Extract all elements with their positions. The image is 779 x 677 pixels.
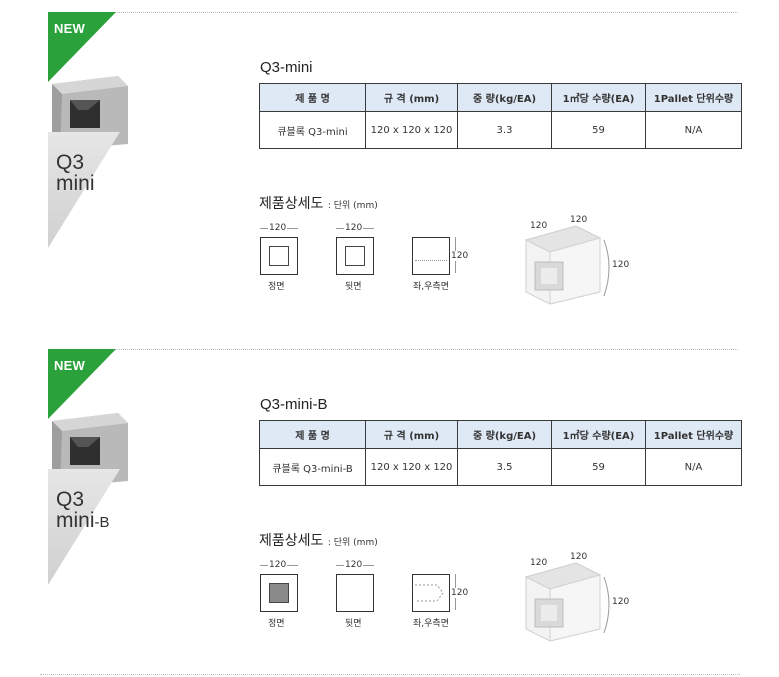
- new-badge-icon: [48, 349, 116, 419]
- iso-dim-a: 120: [530, 221, 548, 231]
- back-view-opening: [345, 246, 365, 266]
- side-view-label: 좌,우측면: [413, 282, 449, 292]
- cell-qty-per-m2: 59: [551, 111, 646, 149]
- col-product-name: 제 품 명: [259, 83, 366, 112]
- bottom-divider: [40, 674, 740, 675]
- isometric-block-icon: [524, 562, 610, 642]
- cell-weight: 3.5: [457, 448, 552, 486]
- table-header-row: 제 품 명 규 격 (mm) 중 량(kg/EA) 1㎡당 수량(EA) 1Pa…: [259, 83, 742, 112]
- new-badge-text: NEW: [54, 358, 85, 373]
- iso-dim-c: 120: [612, 260, 630, 270]
- back-view-box: [336, 574, 374, 612]
- front-view-box: [260, 574, 298, 612]
- product-sidebar: NEW Q3 mini-B: [48, 349, 136, 585]
- cell-weight: 3.3: [457, 111, 552, 149]
- table-row: 큐블록 Q3-mini-B 120 x 120 x 120 3.5 59 N/A: [259, 448, 742, 486]
- side-view-box: [412, 237, 450, 275]
- front-view-label: 정면: [268, 282, 285, 292]
- col-spec: 규 격 (mm): [365, 420, 458, 449]
- new-badge-text: NEW: [54, 21, 85, 36]
- col-weight: 중 량(kg/EA): [457, 83, 552, 112]
- front-view-dim: 120: [268, 560, 288, 570]
- sidebar-gradient: [48, 469, 120, 585]
- side-view-box: [412, 574, 450, 612]
- side-view-dim: 120: [451, 588, 469, 598]
- section-divider: [48, 12, 738, 13]
- section-divider: [48, 349, 738, 350]
- back-view-dim: 120: [344, 223, 364, 233]
- table-row: 큐블록 Q3-mini 120 x 120 x 120 3.3 59 N/A: [259, 111, 742, 149]
- iso-dim-c: 120: [612, 597, 630, 607]
- cell-spec: 120 x 120 x 120: [365, 111, 458, 149]
- detail-drawing-label: 제품상세도 : 단위 (mm): [259, 533, 378, 549]
- col-spec: 규 격 (mm): [365, 83, 458, 112]
- back-view-label: 뒷면: [345, 619, 362, 629]
- product-title: Q3-mini-B: [260, 396, 328, 413]
- table-header-row: 제 품 명 규 격 (mm) 중 량(kg/EA) 1㎡당 수량(EA) 1Pa…: [259, 420, 742, 449]
- sidebar-gradient: [48, 132, 120, 248]
- col-pallet-qty: 1Pallet 단위수량: [645, 420, 742, 449]
- side-view-label: 좌,우측면: [413, 619, 449, 629]
- cell-pallet-qty: N/A: [645, 111, 742, 149]
- cell-product-name: 큐블록 Q3-mini: [259, 111, 366, 149]
- product-section-2: NEW Q3 mini-B Q3-mini-B 제 품 명 규 격 (mm) 중…: [0, 337, 779, 674]
- product-sidebar: NEW Q3 mini: [48, 12, 136, 248]
- front-view-label: 정면: [268, 619, 285, 629]
- model-name: Q3 mini-B: [56, 488, 110, 532]
- spec-table: 제 품 명 규 격 (mm) 중 량(kg/EA) 1㎡당 수량(EA) 1Pa…: [259, 420, 742, 486]
- iso-dim-a: 120: [530, 558, 548, 568]
- back-view-label: 뒷면: [345, 282, 362, 292]
- isometric-block-icon: [524, 225, 610, 305]
- iso-dim-b: 120: [570, 552, 588, 562]
- back-view-box: [336, 237, 374, 275]
- cell-product-name: 큐블록 Q3-mini-B: [259, 448, 366, 486]
- model-name: Q3 mini: [56, 151, 95, 195]
- spec-table: 제 품 명 규 격 (mm) 중 량(kg/EA) 1㎡당 수량(EA) 1Pa…: [259, 83, 742, 149]
- side-view-hidden-line: [415, 584, 444, 602]
- side-view-dim: 120: [451, 251, 469, 261]
- detail-drawing-label: 제품상세도 : 단위 (mm): [259, 196, 378, 212]
- front-view-opening: [269, 246, 289, 266]
- col-product-name: 제 품 명: [259, 420, 366, 449]
- col-qty-per-m2: 1㎡당 수량(EA): [551, 83, 646, 112]
- col-weight: 중 량(kg/EA): [457, 420, 552, 449]
- side-view-hidden-line: [415, 260, 447, 261]
- cell-qty-per-m2: 59: [551, 448, 646, 486]
- cell-spec: 120 x 120 x 120: [365, 448, 458, 486]
- new-badge-icon: [48, 12, 116, 82]
- front-view-dim: 120: [268, 223, 288, 233]
- iso-dim-b: 120: [570, 215, 588, 225]
- col-qty-per-m2: 1㎡당 수량(EA): [551, 420, 646, 449]
- product-title: Q3-mini: [260, 59, 313, 76]
- product-section-1: NEW Q3 mini Q3-mini 제 품 명 규 격 (mm) 중 량(k…: [0, 0, 779, 337]
- back-view-dim: 120: [344, 560, 364, 570]
- front-view-box: [260, 237, 298, 275]
- front-view-opening: [269, 583, 289, 603]
- block-photo-icon: [52, 413, 128, 487]
- col-pallet-qty: 1Pallet 단위수량: [645, 83, 742, 112]
- cell-pallet-qty: N/A: [645, 448, 742, 486]
